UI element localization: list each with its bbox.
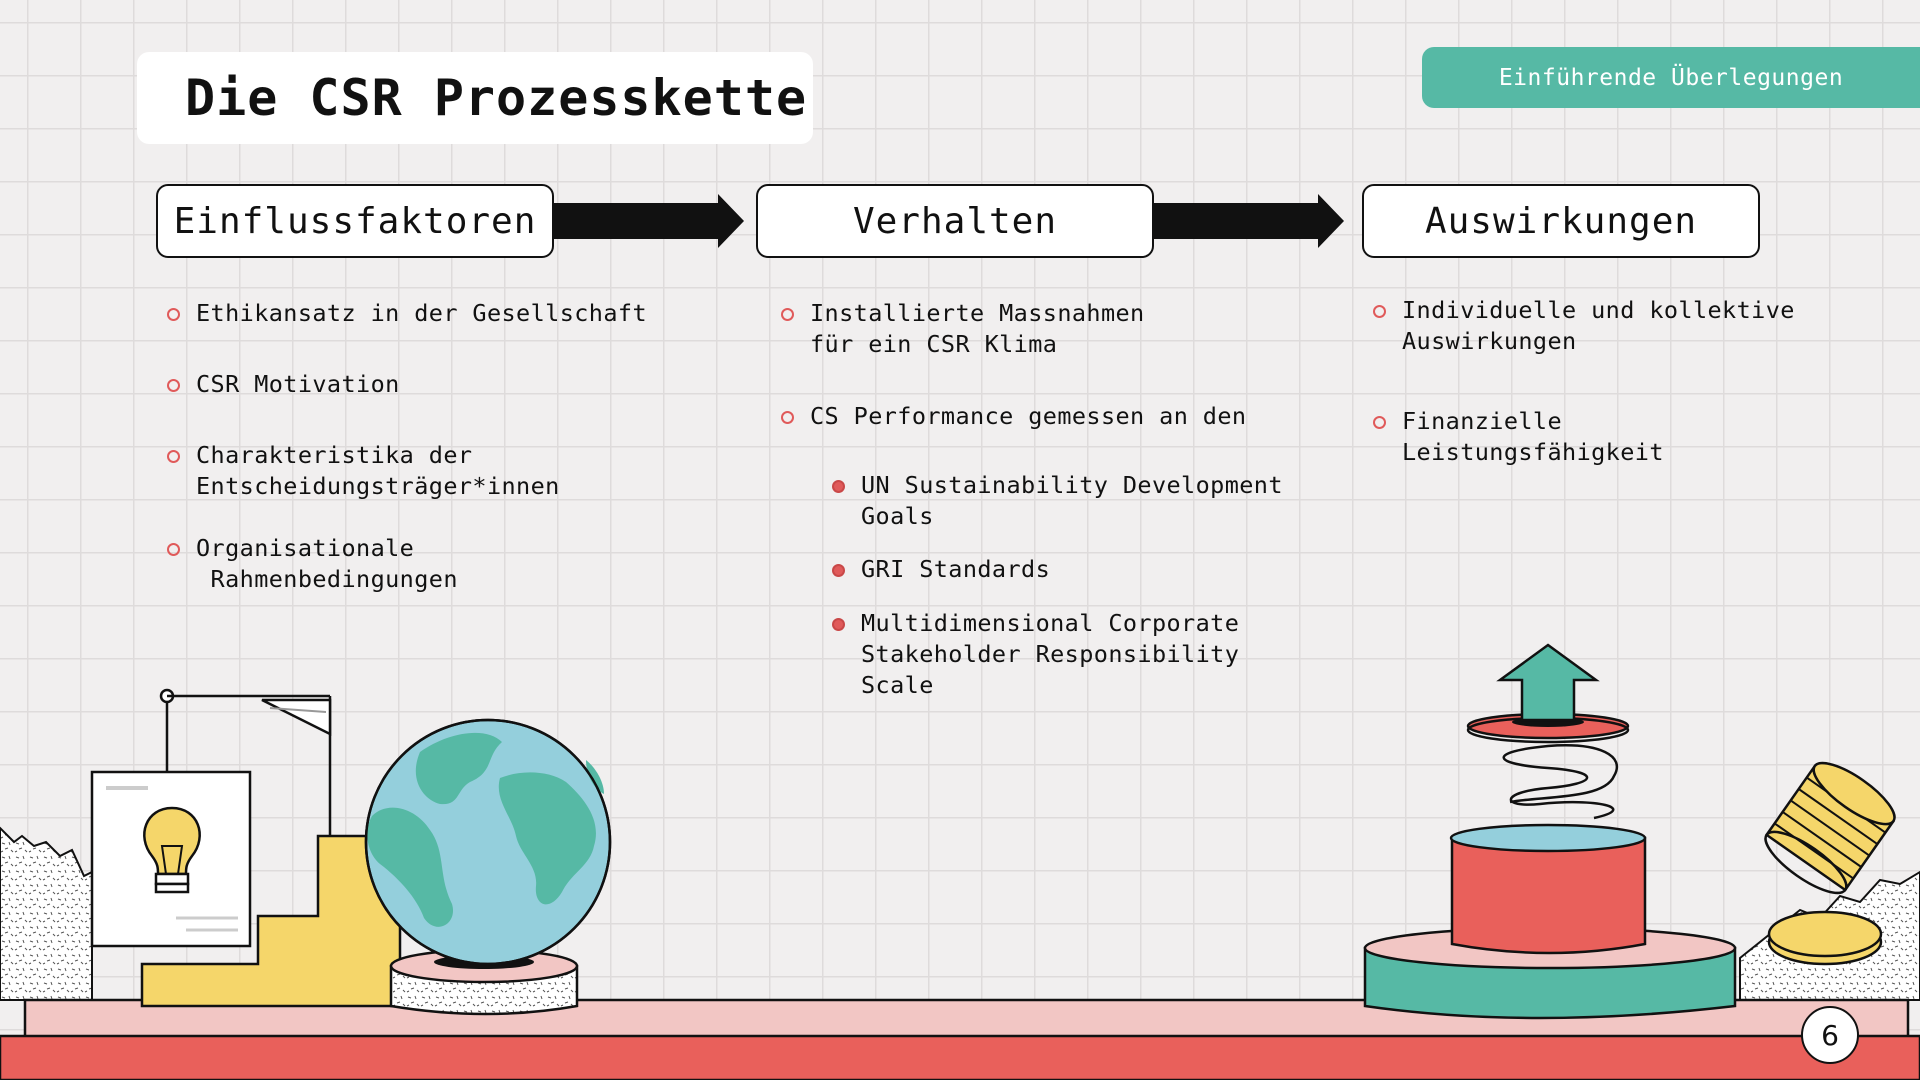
list-item-text: Ethikansatz in der Gesellschaft <box>196 299 647 327</box>
list-item: Individuelle und kollektive Auswirkungen <box>1373 295 1882 357</box>
list-item-text: Individuelle und kollektive <box>1402 296 1795 324</box>
list-item: Organisationale Rahmenbedingungen <box>167 533 676 595</box>
list-item-text: Finanzielle <box>1402 407 1563 435</box>
globe-icon <box>364 718 612 1016</box>
list-item-text: Entscheidungsträger*innen <box>196 472 560 500</box>
up-arrow-icon <box>1496 643 1600 722</box>
section-tag: Einführende Überlegungen <box>1422 47 1920 108</box>
sublist-item-text: Stakeholder Responsibility <box>861 640 1240 668</box>
header-verhalten: Verhalten <box>756 184 1154 258</box>
list-item-text: Charakteristika der <box>196 441 473 469</box>
list-item-text: CSR Motivation <box>196 370 400 398</box>
auswirkungen-list: Individuelle und kollektive Auswirkungen… <box>1373 295 1882 468</box>
coins-icon <box>1764 761 1896 966</box>
header-einflussfaktoren: Einflussfaktoren <box>156 184 554 258</box>
sublist-item: UN Sustainability Development Goals <box>832 470 1341 532</box>
einflussfaktoren-list: Ethikansatz in der Gesellschaft CSR Moti… <box>167 298 676 595</box>
sublist-item-text: Multidimensional Corporate <box>861 609 1240 637</box>
sublist-item: Multidimensional Corporate Stakeholder R… <box>832 608 1341 701</box>
list-item-text: Auswirkungen <box>1402 327 1577 355</box>
list-item: CS Performance gemessen an den <box>781 401 1290 432</box>
list-item-text: Rahmenbedingungen <box>196 565 458 593</box>
list-item: Installierte Massnahmen für ein CSR Klim… <box>781 298 1290 360</box>
verhalten-list: Installierte Massnahmen für ein CSR Klim… <box>781 298 1290 432</box>
list-item-text: Leistungsfähigkeit <box>1402 438 1664 466</box>
sublist-item-text: GRI Standards <box>861 555 1051 583</box>
sublist-item-text: UN Sustainability Development <box>861 471 1283 499</box>
page-number: 6 <box>1801 1006 1859 1064</box>
list-item-text: CS Performance gemessen an den <box>810 402 1247 430</box>
right-arrow-icon <box>1154 194 1344 248</box>
list-item-text: für ein CSR Klima <box>810 330 1058 358</box>
page-title: Die CSR Prozesskette <box>137 52 813 144</box>
header-auswirkungen: Auswirkungen <box>1362 184 1760 258</box>
list-item: Charakteristika der Entscheidungsträger*… <box>167 440 676 502</box>
sublist-item: GRI Standards <box>832 554 1341 585</box>
list-item: Finanzielle Leistungsfähigkeit <box>1373 406 1882 468</box>
list-item: CSR Motivation <box>167 369 676 400</box>
sublist-item-text: Scale <box>861 671 934 699</box>
verhalten-sublist: UN Sustainability Development Goals GRI … <box>832 470 1341 701</box>
lightbulb-icon <box>90 770 252 948</box>
list-item-text: Organisationale <box>196 534 415 562</box>
sublist-item-text: Goals <box>861 502 934 530</box>
list-item: Ethikansatz in der Gesellschaft <box>167 298 676 329</box>
list-item-text: Installierte Massnahmen <box>810 299 1145 327</box>
right-arrow-icon <box>554 194 744 248</box>
